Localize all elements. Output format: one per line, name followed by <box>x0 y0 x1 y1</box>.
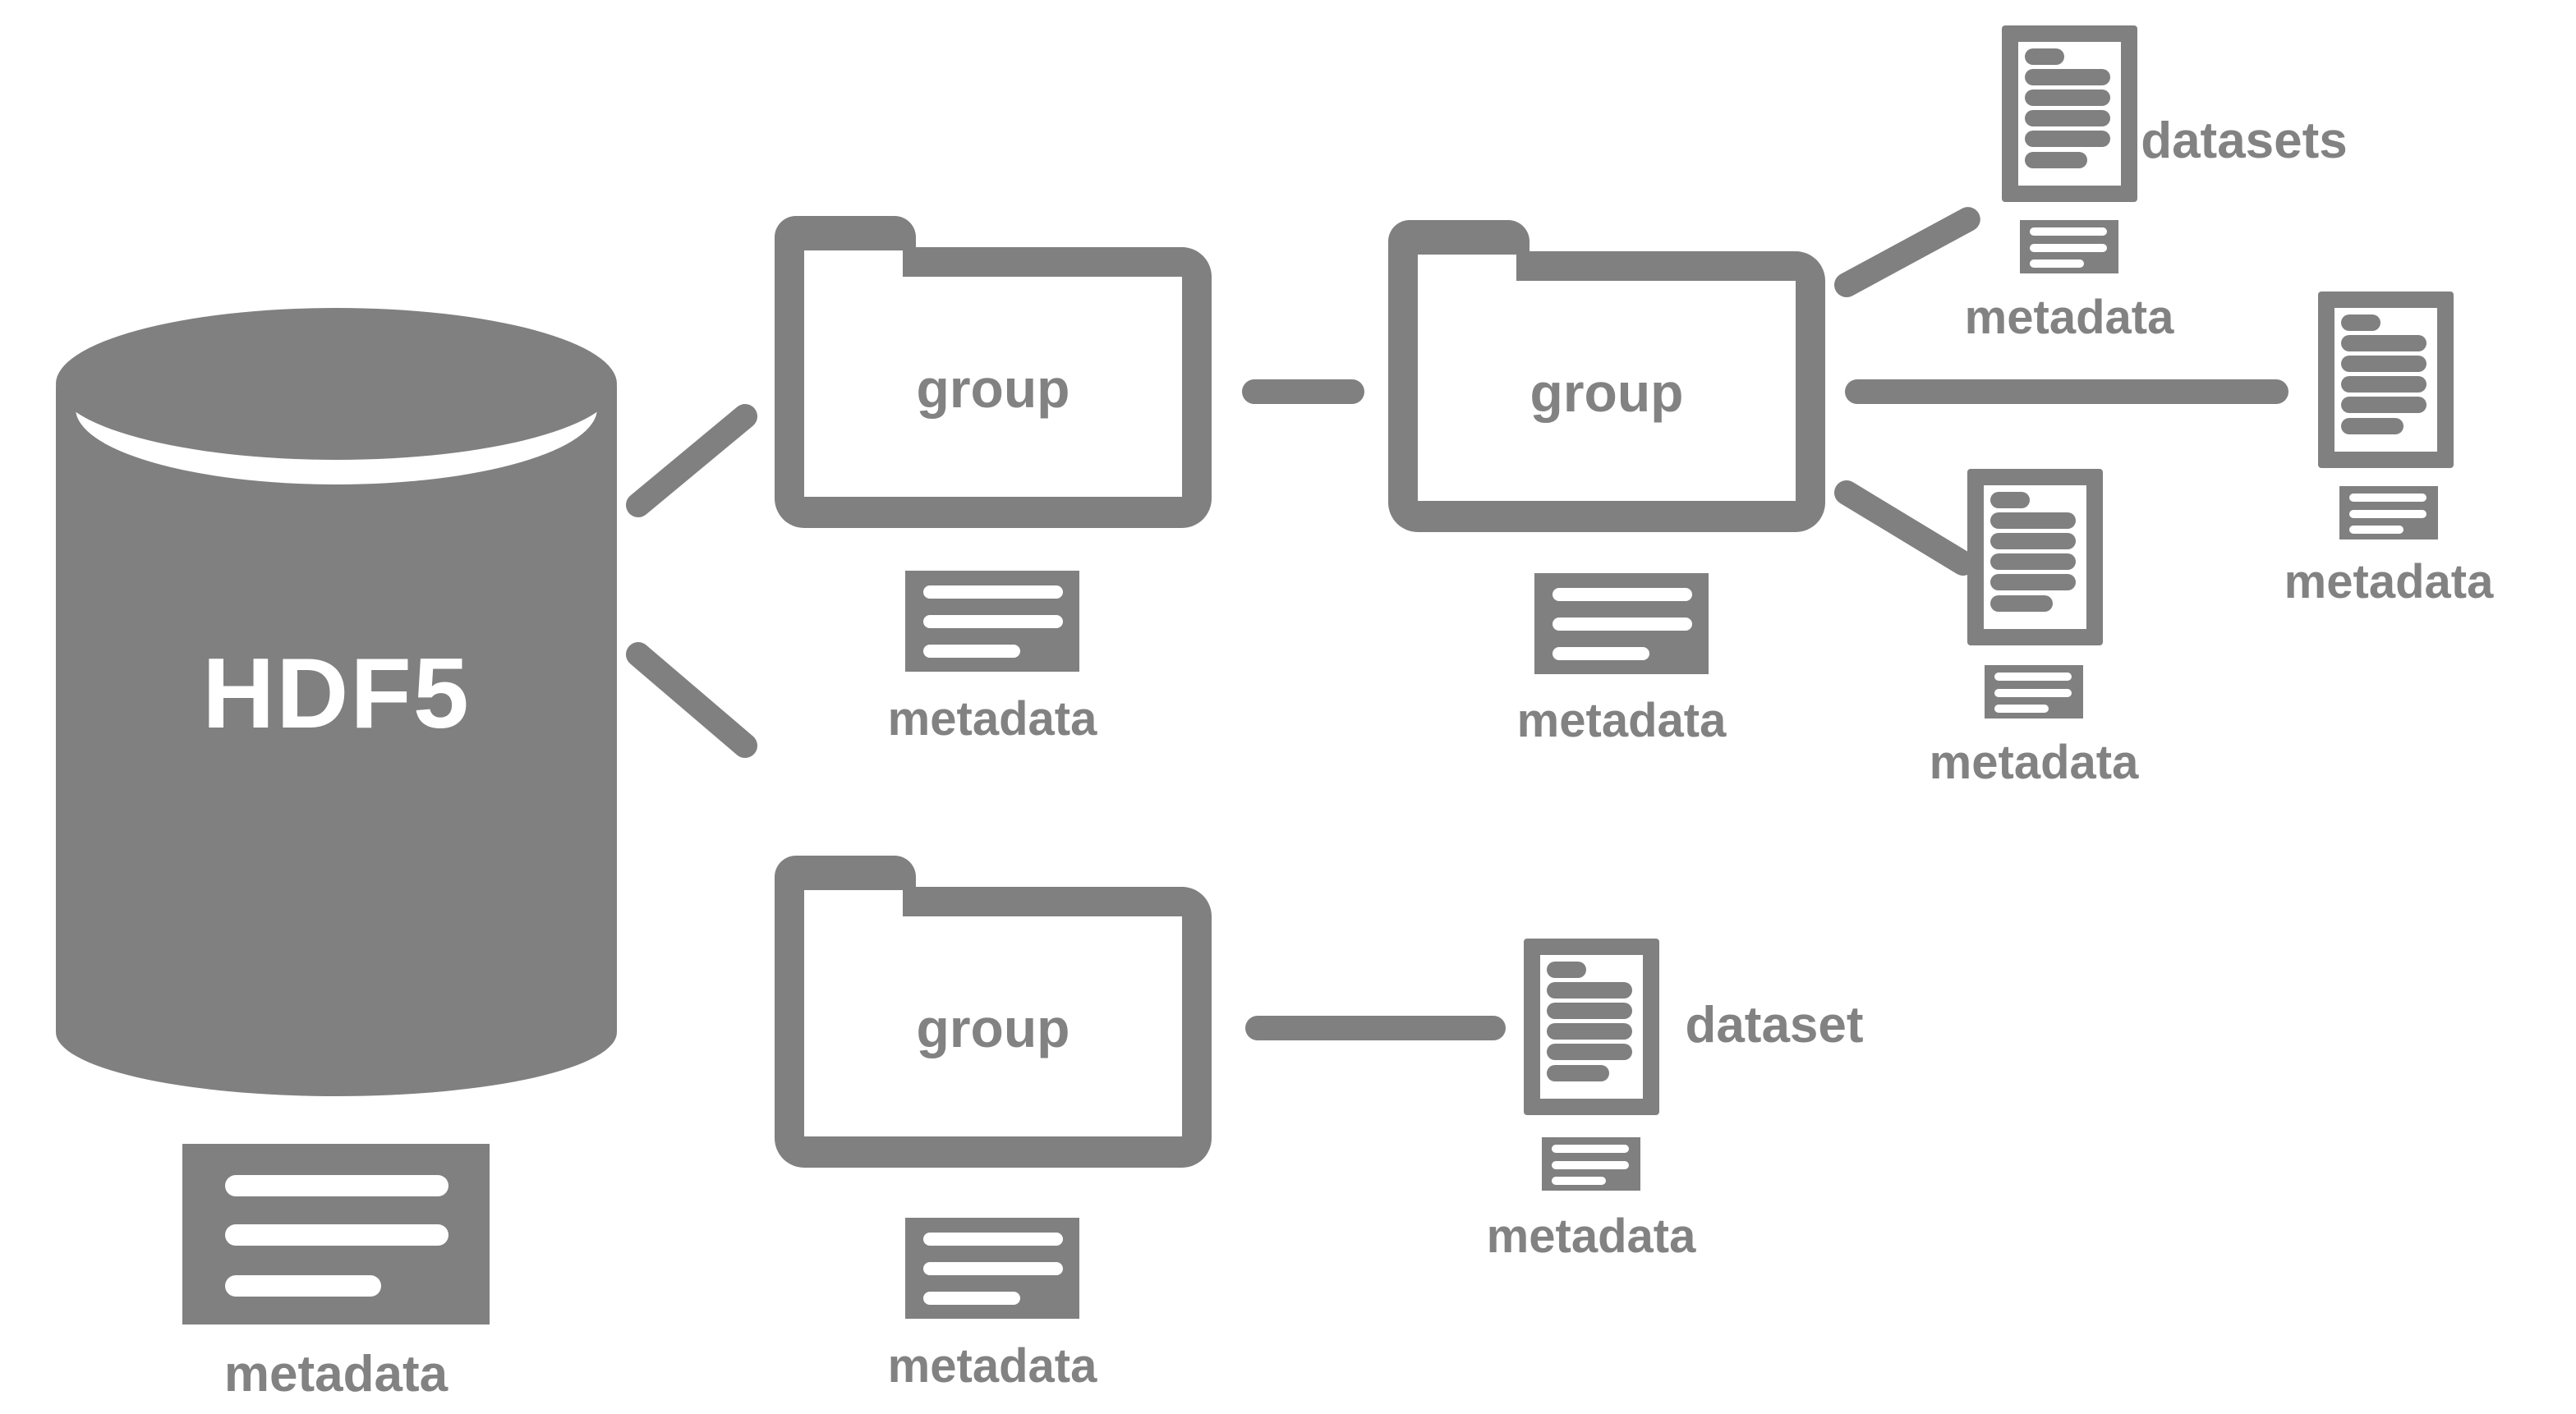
text-line <box>1994 705 2049 713</box>
text-line <box>2025 131 2110 147</box>
dataset-document-icon-bottom <box>1524 939 1659 1115</box>
text-line <box>2030 227 2107 236</box>
group1-metadata-label: metadata <box>887 692 1097 746</box>
dataset-metadata-icon-bottom <box>1542 1137 1640 1191</box>
group-folder-3: group <box>775 856 1212 1168</box>
text-line <box>1994 673 2072 681</box>
text-line <box>1994 689 2072 697</box>
text-line <box>1552 1145 1629 1153</box>
text-line <box>2341 376 2426 393</box>
line-group3-to-dataset <box>1245 1016 1506 1040</box>
text-line <box>923 1233 1063 1246</box>
line-group2-to-dataset-right <box>1845 379 2288 404</box>
cylinder-body <box>56 386 617 1096</box>
text-line <box>923 645 1020 658</box>
dataset-metadata-icon-right <box>2339 486 2438 539</box>
dataset-metadata-label-right: metadata <box>2284 555 2494 608</box>
text-line <box>2341 397 2426 413</box>
text-line <box>923 585 1063 599</box>
text-line <box>2025 152 2087 168</box>
text-line <box>2025 110 2110 126</box>
text-line <box>923 1292 1020 1305</box>
group-label-3: group <box>916 998 1070 1058</box>
dataset-metadata-icon-mid <box>1985 665 2083 718</box>
text-line <box>2025 69 2110 85</box>
text-line <box>2025 48 2064 65</box>
text-line <box>225 1275 381 1297</box>
text-line <box>2349 526 2404 534</box>
dataset-label: dataset <box>1685 997 1864 1054</box>
text-line <box>2349 494 2426 502</box>
text-line <box>1552 1161 1629 1169</box>
group-folder-2: group <box>1388 220 1825 532</box>
folder-interior <box>1418 281 1796 501</box>
text-line <box>1990 553 2076 570</box>
text-line <box>2025 90 2110 106</box>
group3-metadata-label: metadata <box>887 1339 1097 1393</box>
text-line <box>1990 595 2053 612</box>
text-line <box>2349 510 2426 518</box>
text-line <box>1990 512 2076 529</box>
text-line <box>1547 1065 1609 1081</box>
folder-tab-icon <box>775 856 916 890</box>
datasets-label: datasets <box>2141 112 2348 169</box>
text-line <box>2030 244 2107 252</box>
text-line <box>2030 259 2084 268</box>
folder-interior <box>804 890 903 918</box>
text-line <box>923 615 1063 628</box>
group3-metadata-card-icon <box>905 1218 1079 1319</box>
text-line <box>1547 1044 1632 1060</box>
hdf5-metadata-card-icon <box>182 1144 490 1324</box>
folder-interior <box>804 277 1182 497</box>
dataset-metadata-label-mid: metadata <box>1929 736 2139 789</box>
text-line <box>1547 982 1632 999</box>
text-line <box>2341 356 2426 372</box>
line-hdf5-to-group1 <box>620 398 763 523</box>
folder-interior <box>804 916 1182 1136</box>
text-line <box>2341 418 2404 434</box>
text-line <box>1547 1023 1632 1040</box>
group-folder-1: group <box>775 216 1212 528</box>
text-line <box>1552 647 1649 660</box>
dataset-document-icon-top <box>2002 25 2137 202</box>
folder-tab-icon <box>1388 220 1530 255</box>
folder-tab-icon <box>775 216 916 250</box>
text-line <box>1990 574 2076 590</box>
text-line <box>225 1175 448 1196</box>
hdf5-label: HDF5 <box>202 637 471 749</box>
folder-interior <box>804 250 903 278</box>
line-group2-to-dataset-mid <box>1829 475 1980 581</box>
dataset-document-icon-right <box>2318 292 2454 468</box>
group1-metadata-card-icon <box>905 571 1079 672</box>
dataset-metadata-icon-top <box>2020 220 2118 273</box>
text-line <box>1990 533 2076 549</box>
dataset-metadata-label-top: metadata <box>1964 291 2174 344</box>
group2-metadata-card-icon <box>1534 573 1709 674</box>
text-line <box>225 1224 448 1246</box>
text-line <box>1547 962 1586 978</box>
group-label-2: group <box>1530 362 1684 423</box>
hdf5-metadata-label: metadata <box>223 1346 448 1403</box>
group-label-1: group <box>916 358 1070 419</box>
text-line <box>1552 617 1692 631</box>
text-line <box>2341 335 2426 351</box>
group2-metadata-label: metadata <box>1516 694 1727 747</box>
folder-interior <box>1418 255 1516 282</box>
line-group1-to-group2 <box>1242 379 1364 404</box>
text-line <box>1552 588 1692 601</box>
text-line <box>1552 1177 1606 1185</box>
line-hdf5-to-group3 <box>620 636 763 764</box>
text-line <box>1990 492 2030 508</box>
text-line <box>923 1262 1063 1275</box>
dataset-metadata-label-bottom: metadata <box>1486 1210 1696 1263</box>
line-group2-to-dataset-top <box>1829 202 1985 302</box>
hdf5-file-cylinder-icon: HDF5 <box>56 308 617 1109</box>
cylinder-top-ellipse <box>56 308 617 460</box>
text-line <box>1547 1003 1632 1019</box>
dataset-document-icon-mid <box>1967 469 2103 645</box>
text-line <box>2341 314 2380 331</box>
